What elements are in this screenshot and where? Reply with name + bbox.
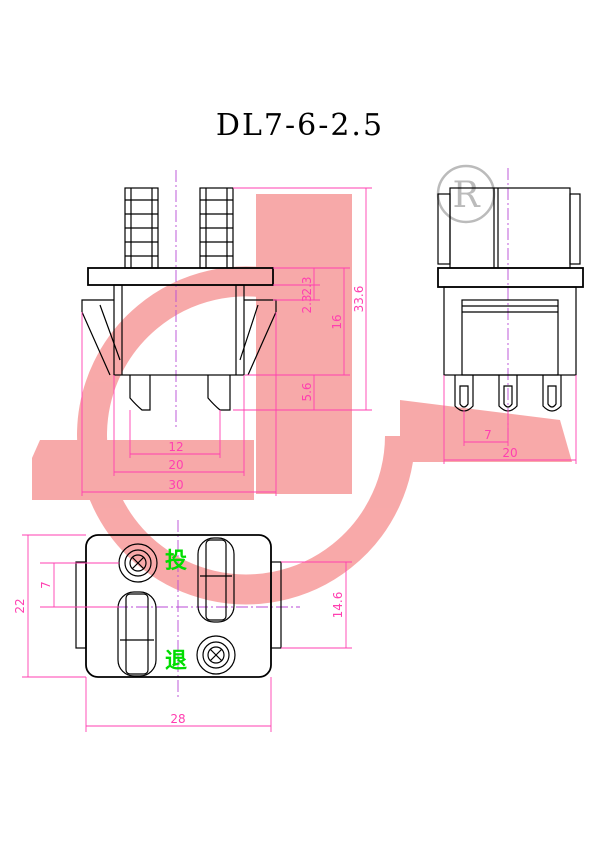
watermark-ring bbox=[77, 266, 415, 605]
dim-16: 16 bbox=[330, 314, 344, 329]
front-dimensions: 2.3 2.3 16 33.6 5.6 12 20 30 bbox=[81, 187, 372, 496]
watermark-stem bbox=[256, 194, 352, 494]
front-left-blade bbox=[124, 187, 159, 269]
front-view: 2.3 2.3 16 33.6 5.6 12 20 30 bbox=[81, 170, 372, 496]
bottom-terminal-top-left bbox=[118, 543, 158, 583]
dim-33-6: 33.6 bbox=[352, 286, 366, 313]
bottom-dim-22: 22 bbox=[13, 598, 27, 613]
bottom-dimensions: 7 22 14.6 28 bbox=[13, 534, 352, 732]
front-right-terminal bbox=[207, 375, 231, 411]
front-left-clip bbox=[81, 299, 114, 376]
drawing-title: DL7-6-2.5 bbox=[215, 108, 385, 143]
bottom-view: 投 退 7 22 14.6 28 bbox=[13, 520, 352, 732]
dim-12: 12 bbox=[168, 440, 183, 454]
front-right-clip bbox=[244, 299, 277, 376]
label-on: 投 bbox=[165, 549, 187, 574]
bottom-terminal-bottom-right bbox=[196, 635, 236, 675]
side-dim-20: 20 bbox=[502, 446, 517, 460]
watermark-left-bar bbox=[32, 440, 254, 500]
bottom-dim-14-6: 14.6 bbox=[331, 592, 345, 619]
bottom-slot-top-right bbox=[197, 537, 235, 623]
front-right-blade bbox=[199, 187, 234, 269]
dim-2-3: 2.3 bbox=[300, 276, 314, 295]
dim-5-6: 5.6 bbox=[300, 382, 314, 401]
side-dimensions: 7 20 bbox=[443, 375, 577, 464]
watermark-right-bar bbox=[400, 400, 572, 462]
dim-2-3-b: 2.3 bbox=[300, 294, 314, 313]
label-off: 退 bbox=[165, 649, 187, 674]
dim-20: 20 bbox=[168, 458, 183, 472]
side-flange bbox=[437, 267, 584, 288]
side-view: 7 20 bbox=[437, 168, 584, 464]
side-dim-7: 7 bbox=[484, 428, 492, 442]
registered-letter: R bbox=[452, 175, 480, 216]
dim-30: 30 bbox=[168, 478, 183, 492]
bottom-dim-28: 28 bbox=[170, 712, 185, 726]
bottom-dim-7: 7 bbox=[39, 581, 53, 589]
front-body bbox=[113, 284, 245, 376]
front-left-terminal bbox=[129, 375, 151, 411]
bottom-slot-bottom-left bbox=[117, 591, 157, 677]
watermark-logo bbox=[32, 194, 572, 605]
